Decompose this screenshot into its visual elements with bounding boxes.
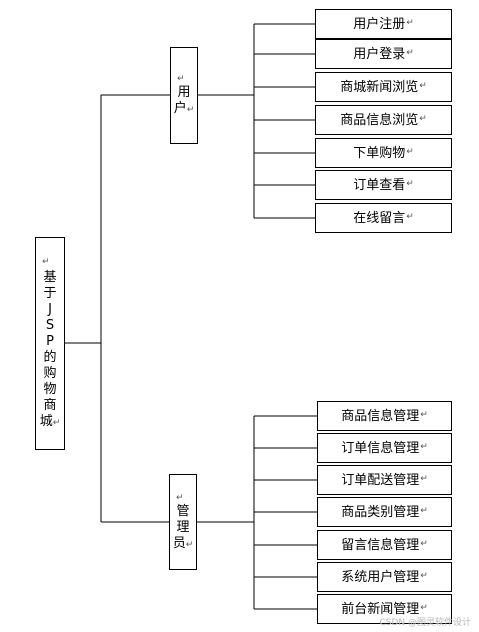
paragraph-mark-icon: ↵ xyxy=(419,80,427,91)
paragraph-mark-icon: ↵ xyxy=(406,146,414,157)
branch-node-user: ↵用户↵ xyxy=(170,47,198,144)
paragraph-mark-icon: ↵ xyxy=(420,602,428,613)
leaf-label: 系统用户管理 xyxy=(341,569,420,585)
watermark: CSDN @图灵软件设计 xyxy=(379,618,471,628)
branch-node-admin: ↵管理员↵ xyxy=(169,474,197,570)
paragraph-mark-icon: ↵ xyxy=(406,178,414,189)
paragraph-mark-icon: ↵ xyxy=(420,570,428,581)
node-char: 用 xyxy=(177,85,191,100)
node-char: 员↵ xyxy=(172,535,194,551)
leaf-label: 在线留言 xyxy=(353,210,406,226)
leaf-label: 订单查看 xyxy=(353,177,406,193)
node-char: 商 xyxy=(43,398,57,413)
node-char: S xyxy=(45,318,55,333)
leaf-node: 订单信息管理↵ xyxy=(317,433,452,463)
node-char: P xyxy=(46,334,54,349)
paragraph-mark-icon: ↵ xyxy=(406,17,414,28)
paragraph-mark-icon: ↵ xyxy=(420,441,428,452)
leaf-node: 商品类别管理↵ xyxy=(317,497,452,527)
paragraph-mark-icon: ↵ xyxy=(420,538,428,549)
node-char: 城↵ xyxy=(39,414,61,429)
leaf-label: 用户注册 xyxy=(353,16,406,32)
node-char: 于 xyxy=(43,286,57,301)
paragraph-mark-icon: ↵ xyxy=(42,257,50,267)
node-char: 购 xyxy=(43,366,57,381)
paragraph-mark-icon: ↵ xyxy=(177,74,185,84)
paragraph-mark-icon: ↵ xyxy=(406,47,414,58)
paragraph-mark-icon: ↵ xyxy=(52,418,61,428)
leaf-node: 系统用户管理↵ xyxy=(317,562,452,592)
node-char: 的 xyxy=(43,350,57,365)
leaf-label: 商品信息浏览 xyxy=(340,112,419,128)
leaf-node: 订单配送管理↵ xyxy=(317,465,452,495)
leaf-node: 商品信息浏览↵ xyxy=(315,105,452,135)
leaf-node: 商品信息管理↵ xyxy=(317,401,452,431)
leaf-node: 前台新闻管理↵ xyxy=(317,594,452,624)
leaf-label: 订单信息管理 xyxy=(341,440,420,456)
node-char: J xyxy=(48,302,52,317)
paragraph-mark-icon: ↵ xyxy=(186,105,195,115)
paragraph-mark-icon: ↵ xyxy=(420,473,428,484)
paragraph-mark-icon: ↵ xyxy=(406,211,414,222)
leaf-label: 用户登录 xyxy=(353,46,406,62)
node-char: 基 xyxy=(43,270,57,285)
paragraph-mark-icon: ↵ xyxy=(419,113,427,124)
paragraph-mark-icon: ↵ xyxy=(176,492,184,503)
leaf-node: 在线留言↵ xyxy=(315,203,452,233)
leaf-label: 商品类别管理 xyxy=(341,504,420,520)
leaf-label: 下单购物 xyxy=(353,145,406,161)
node-char: 管 xyxy=(176,503,190,519)
leaf-node: 用户登录↵ xyxy=(315,39,452,69)
leaf-label: 商城新闻浏览 xyxy=(340,79,419,95)
leaf-label: 商品信息管理 xyxy=(341,408,420,424)
leaf-node: 用户注册↵ xyxy=(315,9,452,39)
node-char: 物 xyxy=(43,382,57,397)
node-char: 理 xyxy=(176,519,190,535)
paragraph-mark-icon: ↵ xyxy=(185,539,194,550)
paragraph-mark-icon: ↵ xyxy=(420,409,428,420)
leaf-node: 订单查看↵ xyxy=(315,170,452,200)
leaf-node: 留言信息管理↵ xyxy=(317,530,452,560)
leaf-node: 商城新闻浏览↵ xyxy=(315,72,452,102)
node-char: 户↵ xyxy=(173,101,195,116)
leaf-label: 前台新闻管理 xyxy=(341,601,420,617)
paragraph-mark-icon: ↵ xyxy=(420,505,428,516)
leaf-label: 留言信息管理 xyxy=(341,537,420,553)
leaf-node: 下单购物↵ xyxy=(315,138,452,168)
leaf-label: 订单配送管理 xyxy=(341,472,420,488)
